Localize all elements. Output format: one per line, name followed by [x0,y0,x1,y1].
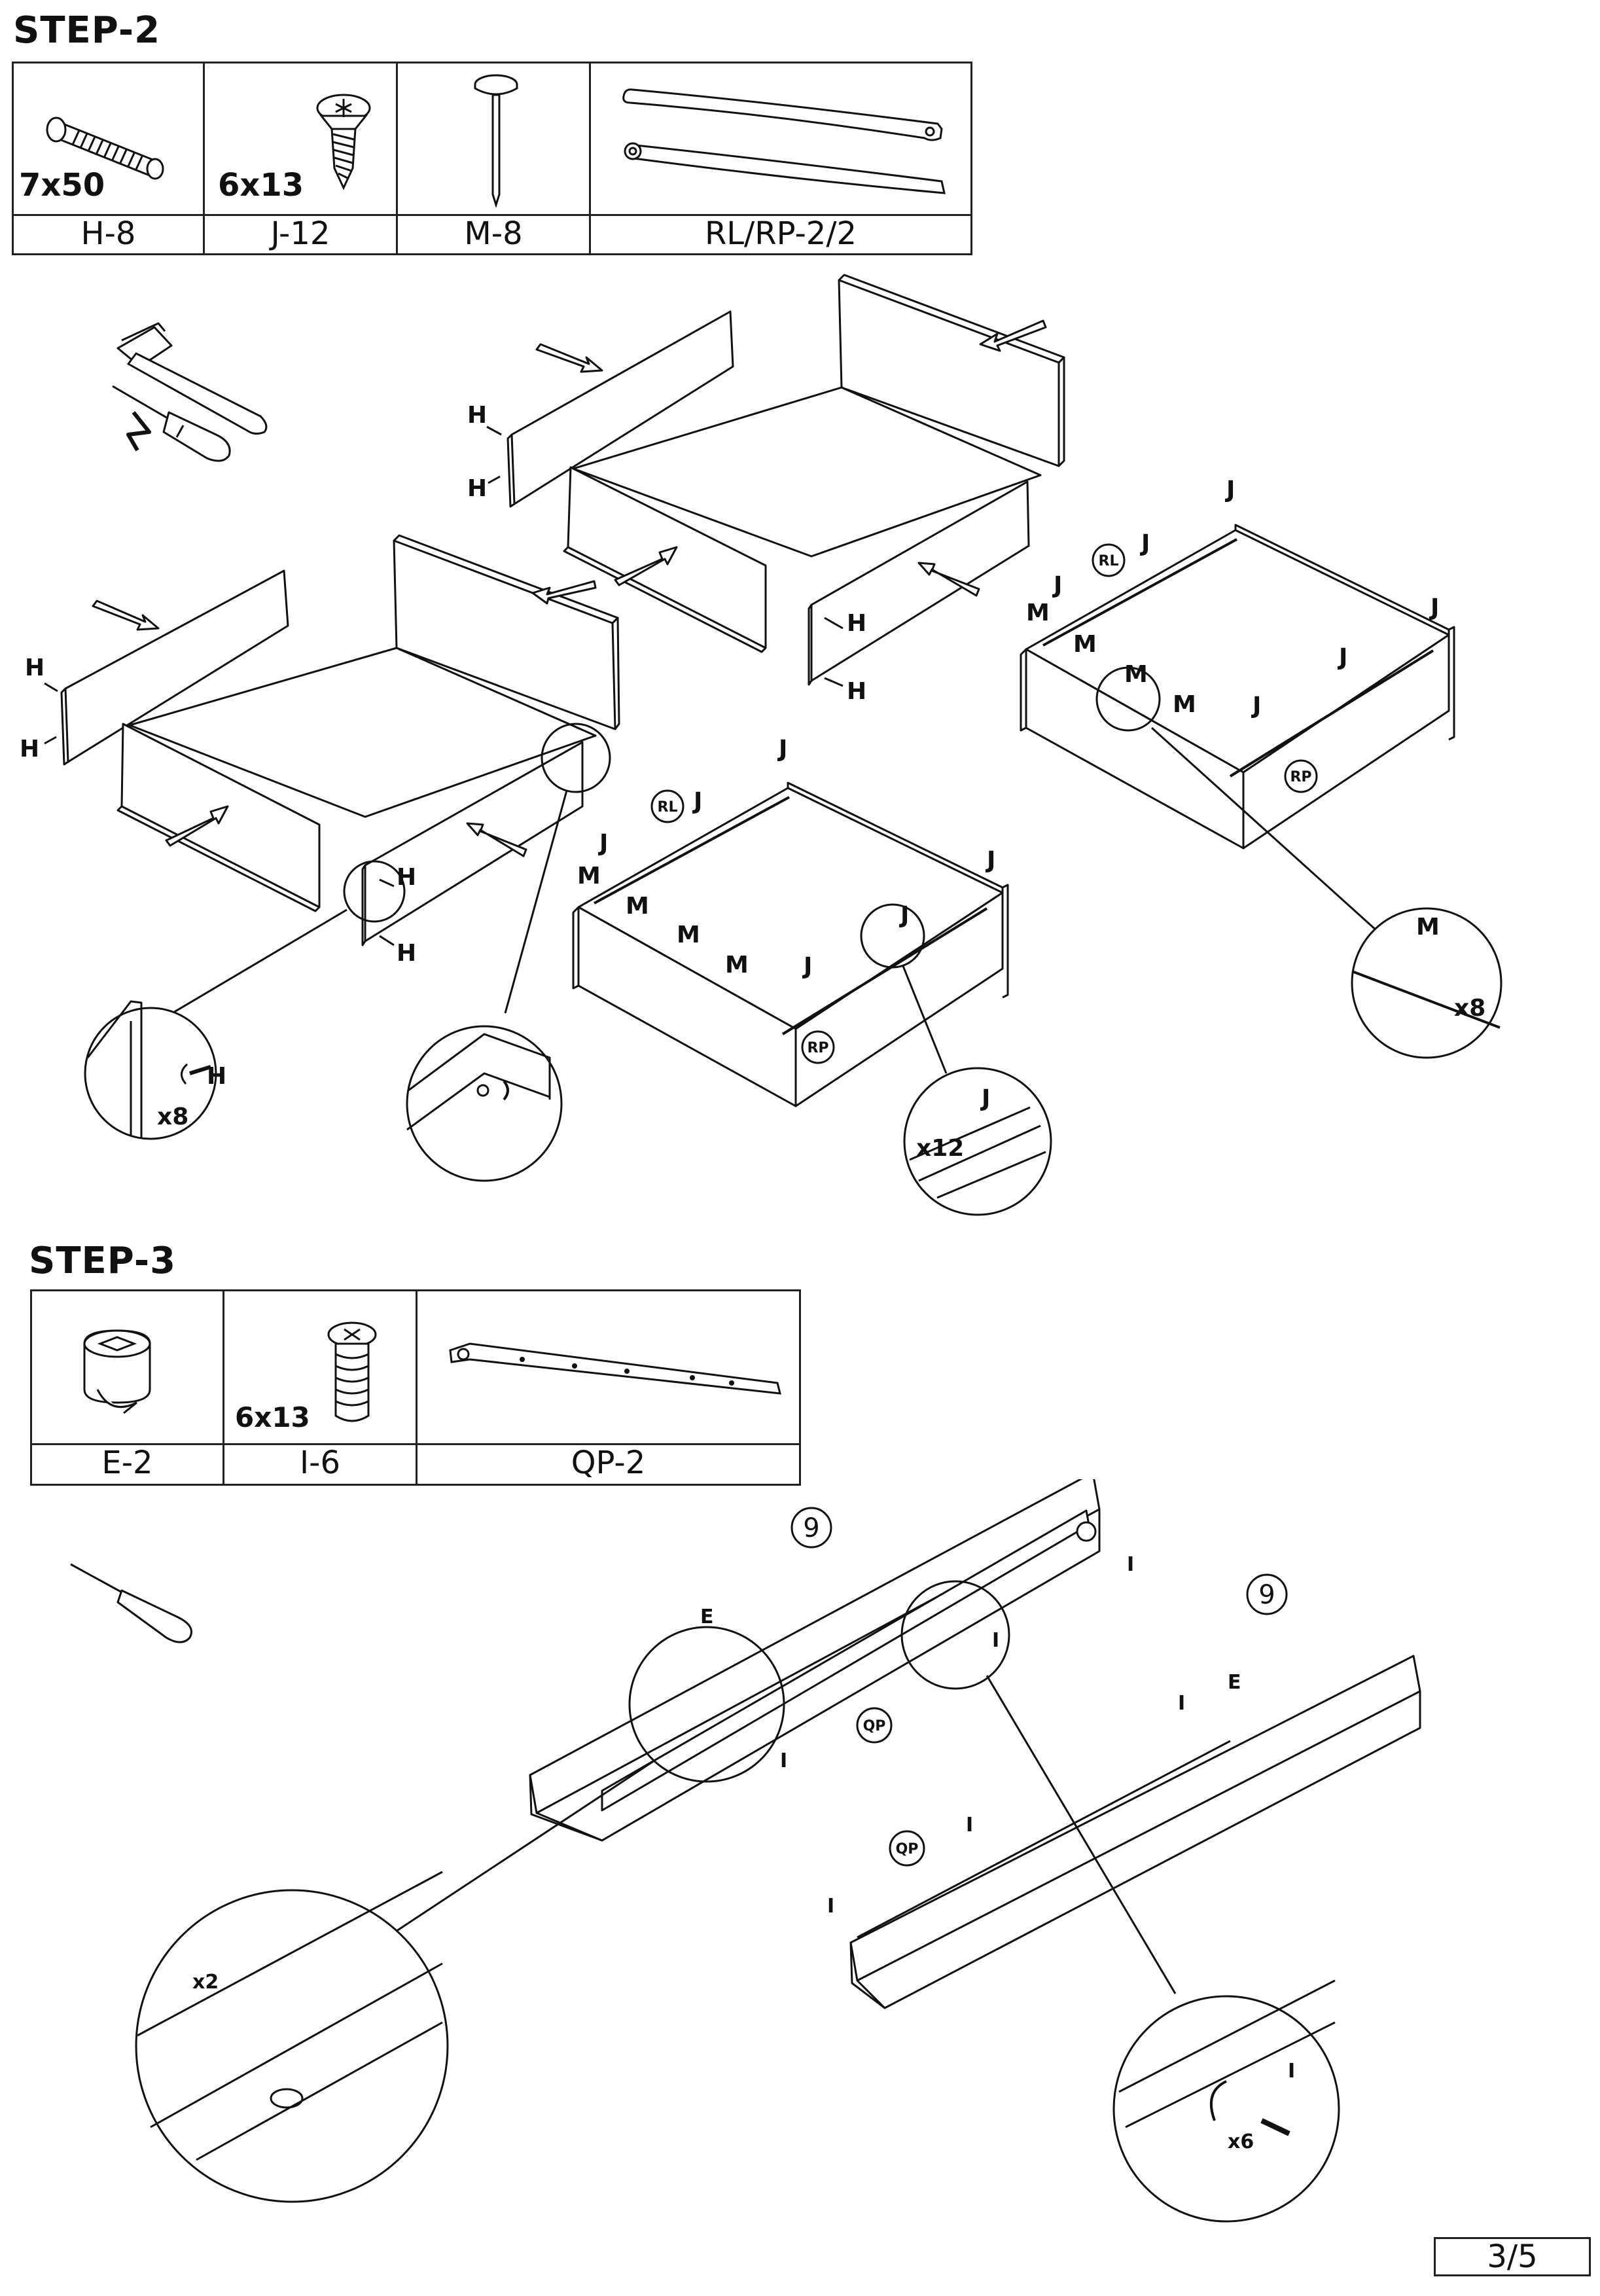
part-cell-rl-rp: RL/RP-2/2 [591,63,970,253]
label-i-2: I [992,1629,999,1652]
label-h-5: H [25,655,44,681]
step-3-parts-table: E-2 6x13 I-6 QP-2 [30,1289,801,1486]
part-cell-e: E-2 [32,1291,224,1484]
label-h-6: H [20,736,39,762]
label-j-10: J [985,847,995,874]
part-code-h: H-8 [14,214,203,253]
label-i-1: I [1127,1553,1134,1576]
label-m-9: M [1416,914,1440,941]
label-i-3: I [780,1749,787,1772]
label-qp-2: QP [896,1841,919,1857]
drawer-rails-icon [622,88,946,194]
step-2-parts-table: 7x50 H-8 6x13 J-12 M-8 [12,62,972,255]
page-number: 3/5 [1434,2237,1591,2276]
label-h-2: H [467,475,487,502]
runner-rail-icon [449,1342,781,1395]
label-x12: x12 [916,1135,964,1162]
label-j-8: J [692,788,702,815]
label-x8-dowel: x8 [157,1103,188,1130]
label-rl-2: RL [658,799,678,816]
label-e-2: E [1228,1671,1241,1694]
step-2-assembly-drawing: H H H H H H H H H x8 J J J J J J J J J J… [20,274,1502,1216]
label-h-4: H [847,678,866,705]
step-2-title: STEP-2 [13,9,161,52]
step-3-title: STEP-3 [29,1240,177,1282]
part-cell-qp: QP-2 [418,1291,799,1484]
label-qp-1: QP [863,1718,886,1734]
label-x8-nail: x8 [1454,995,1485,1022]
part-cell-j: 6x13 J-12 [205,63,398,253]
allen-key-icon [126,411,151,452]
label-m-5: M [577,863,601,889]
label-j-12: J [802,953,812,980]
part-code-qp: QP-2 [418,1443,799,1484]
label-j-1: J [1224,476,1235,503]
label-rp-2: RP [807,1040,828,1056]
label-h-9: H [207,1063,226,1090]
label-j-4: J [1052,572,1062,599]
part-code-j: J-12 [205,214,396,253]
label-m-8: M [725,952,749,978]
screwdriver-icon-step3 [70,1563,192,1643]
label-x6: x6 [1228,2130,1254,2153]
label-j-6: J [1251,692,1261,719]
label-m-2: M [1073,631,1097,658]
part-cell-i: 6x13 I-6 [224,1291,418,1484]
label-rp-1: RP [1290,769,1311,785]
label-j-13: J [980,1085,990,1112]
label-x2: x2 [192,1971,219,1994]
label-part-9-lower: 9 [1258,1580,1275,1610]
label-j-2: J [1429,594,1439,621]
label-m-4: M [1173,691,1196,718]
part-code-e: E-2 [32,1443,222,1484]
label-i-4: I [1178,1692,1185,1715]
label-m-1: M [1026,600,1050,626]
label-m-7: M [677,922,700,948]
label-j-11: J [898,902,909,929]
label-h-1: H [467,402,487,429]
wood-screw-icon [316,94,371,190]
part-cell-h: 7x50 H-8 [14,63,205,253]
label-i-6: I [827,1895,834,1918]
euro-screw-icon [327,1321,377,1422]
hammer-icon [116,322,268,435]
part-size-h: 7x50 [19,167,105,204]
label-h-3: H [847,610,866,637]
part-code-i: I-6 [224,1443,416,1484]
part-cell-m: M-8 [398,63,591,253]
label-j-9: J [597,830,608,857]
cam-lock-icon [83,1329,151,1414]
label-m-6: M [626,893,649,920]
label-j-7: J [777,736,787,762]
part-code-m: M-8 [398,214,589,253]
label-j-5: J [1337,644,1347,671]
screwdriver-icon [112,385,231,462]
label-j-3: J [1139,530,1150,557]
label-i-7: I [1288,2060,1295,2083]
label-part-9-upper: 9 [803,1513,819,1543]
label-m-3: M [1124,661,1148,688]
label-h-7: H [397,864,416,891]
label-i-5: I [966,1814,973,1837]
label-h-8: H [397,940,416,967]
dowel-icon [46,117,164,180]
label-e-1: E [700,1605,714,1628]
part-size-j: 6x13 [218,167,304,204]
part-size-i: 6x13 [235,1401,310,1433]
part-code-rl-rp: RL/RP-2/2 [591,214,970,253]
nail-icon [474,74,518,207]
step-3-assembly-drawing: 9 9 QP QP E E I I I I I I I x2 x6 [70,1479,1421,2223]
label-rl-1: RL [1099,553,1119,569]
